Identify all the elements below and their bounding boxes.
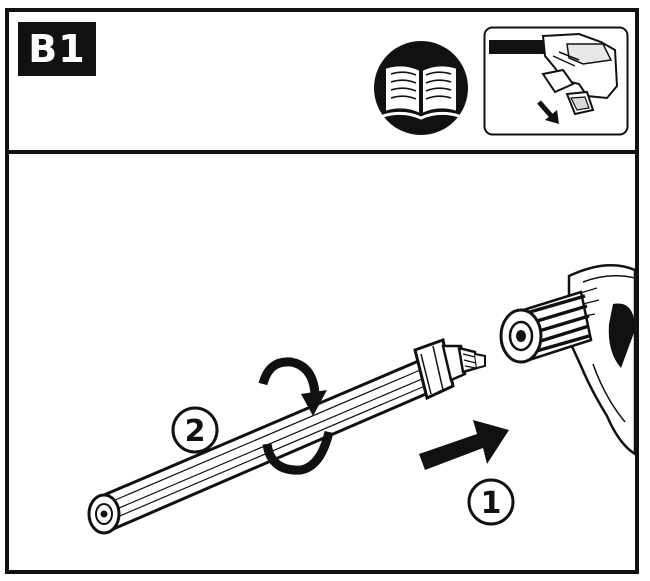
svg-text:1: 1 — [481, 486, 502, 521]
gun-nozzle-collar — [499, 290, 593, 364]
step-number-1: 1 — [467, 478, 515, 526]
open-book-icon — [374, 41, 468, 135]
push-arrow-icon — [419, 420, 509, 470]
spray-wand — [87, 338, 486, 535]
panel-header: B1 — [9, 12, 635, 154]
step-label: B1 — [18, 22, 96, 76]
rotate-arrow-icon — [258, 357, 334, 475]
instruction-panel: B1 — [5, 8, 639, 574]
assembly-illustration: 2 1 — [87, 264, 635, 535]
battery-removal-icon — [483, 26, 629, 136]
svg-text:2: 2 — [185, 414, 206, 449]
step-number-2: 2 — [171, 406, 219, 454]
